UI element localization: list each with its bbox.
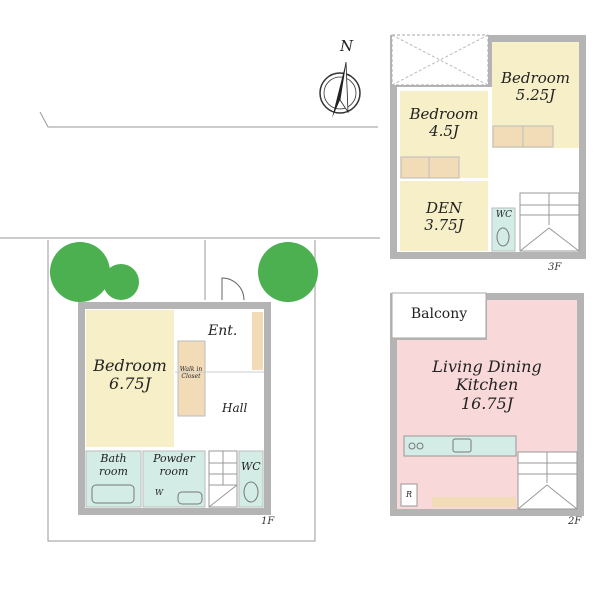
floor-3f — [390, 34, 586, 259]
stairs-3f — [519, 192, 580, 252]
floor-1f — [78, 277, 271, 515]
entrance-door — [221, 277, 245, 301]
fridge-label: R — [406, 490, 413, 499]
tree-icon — [103, 264, 139, 300]
room-wc-1f — [238, 450, 264, 508]
tree-icons — [50, 242, 318, 302]
room-bedroom-1f — [86, 310, 174, 447]
balcony — [391, 292, 487, 339]
compass-label: N — [340, 37, 354, 55]
entrance-label: Ent. — [208, 323, 238, 339]
room-walk-in-closet — [177, 340, 206, 417]
room-powder — [142, 450, 206, 508]
hall-label: Hall — [222, 401, 248, 415]
balcony-label: Balcony — [410, 306, 468, 322]
tree-icon — [258, 242, 318, 302]
stairs-1f — [208, 450, 238, 508]
floor-1f-label: 1F — [261, 516, 275, 527]
stairs-2f — [517, 451, 578, 510]
wc-3f-label: WC — [495, 210, 513, 220]
floor-2f — [390, 292, 584, 516]
wc-1f-label: WC — [241, 460, 261, 473]
site-boundary — [0, 111, 380, 542]
room-den — [400, 181, 488, 251]
compass-icon — [319, 61, 361, 118]
tree-icon — [50, 242, 110, 302]
room-bath — [85, 450, 142, 508]
floor-3f-label: 3F — [548, 262, 562, 273]
floor-2f-label: 2F — [568, 516, 582, 527]
washer-label: W — [155, 488, 164, 497]
kitchen-counter — [403, 435, 517, 457]
